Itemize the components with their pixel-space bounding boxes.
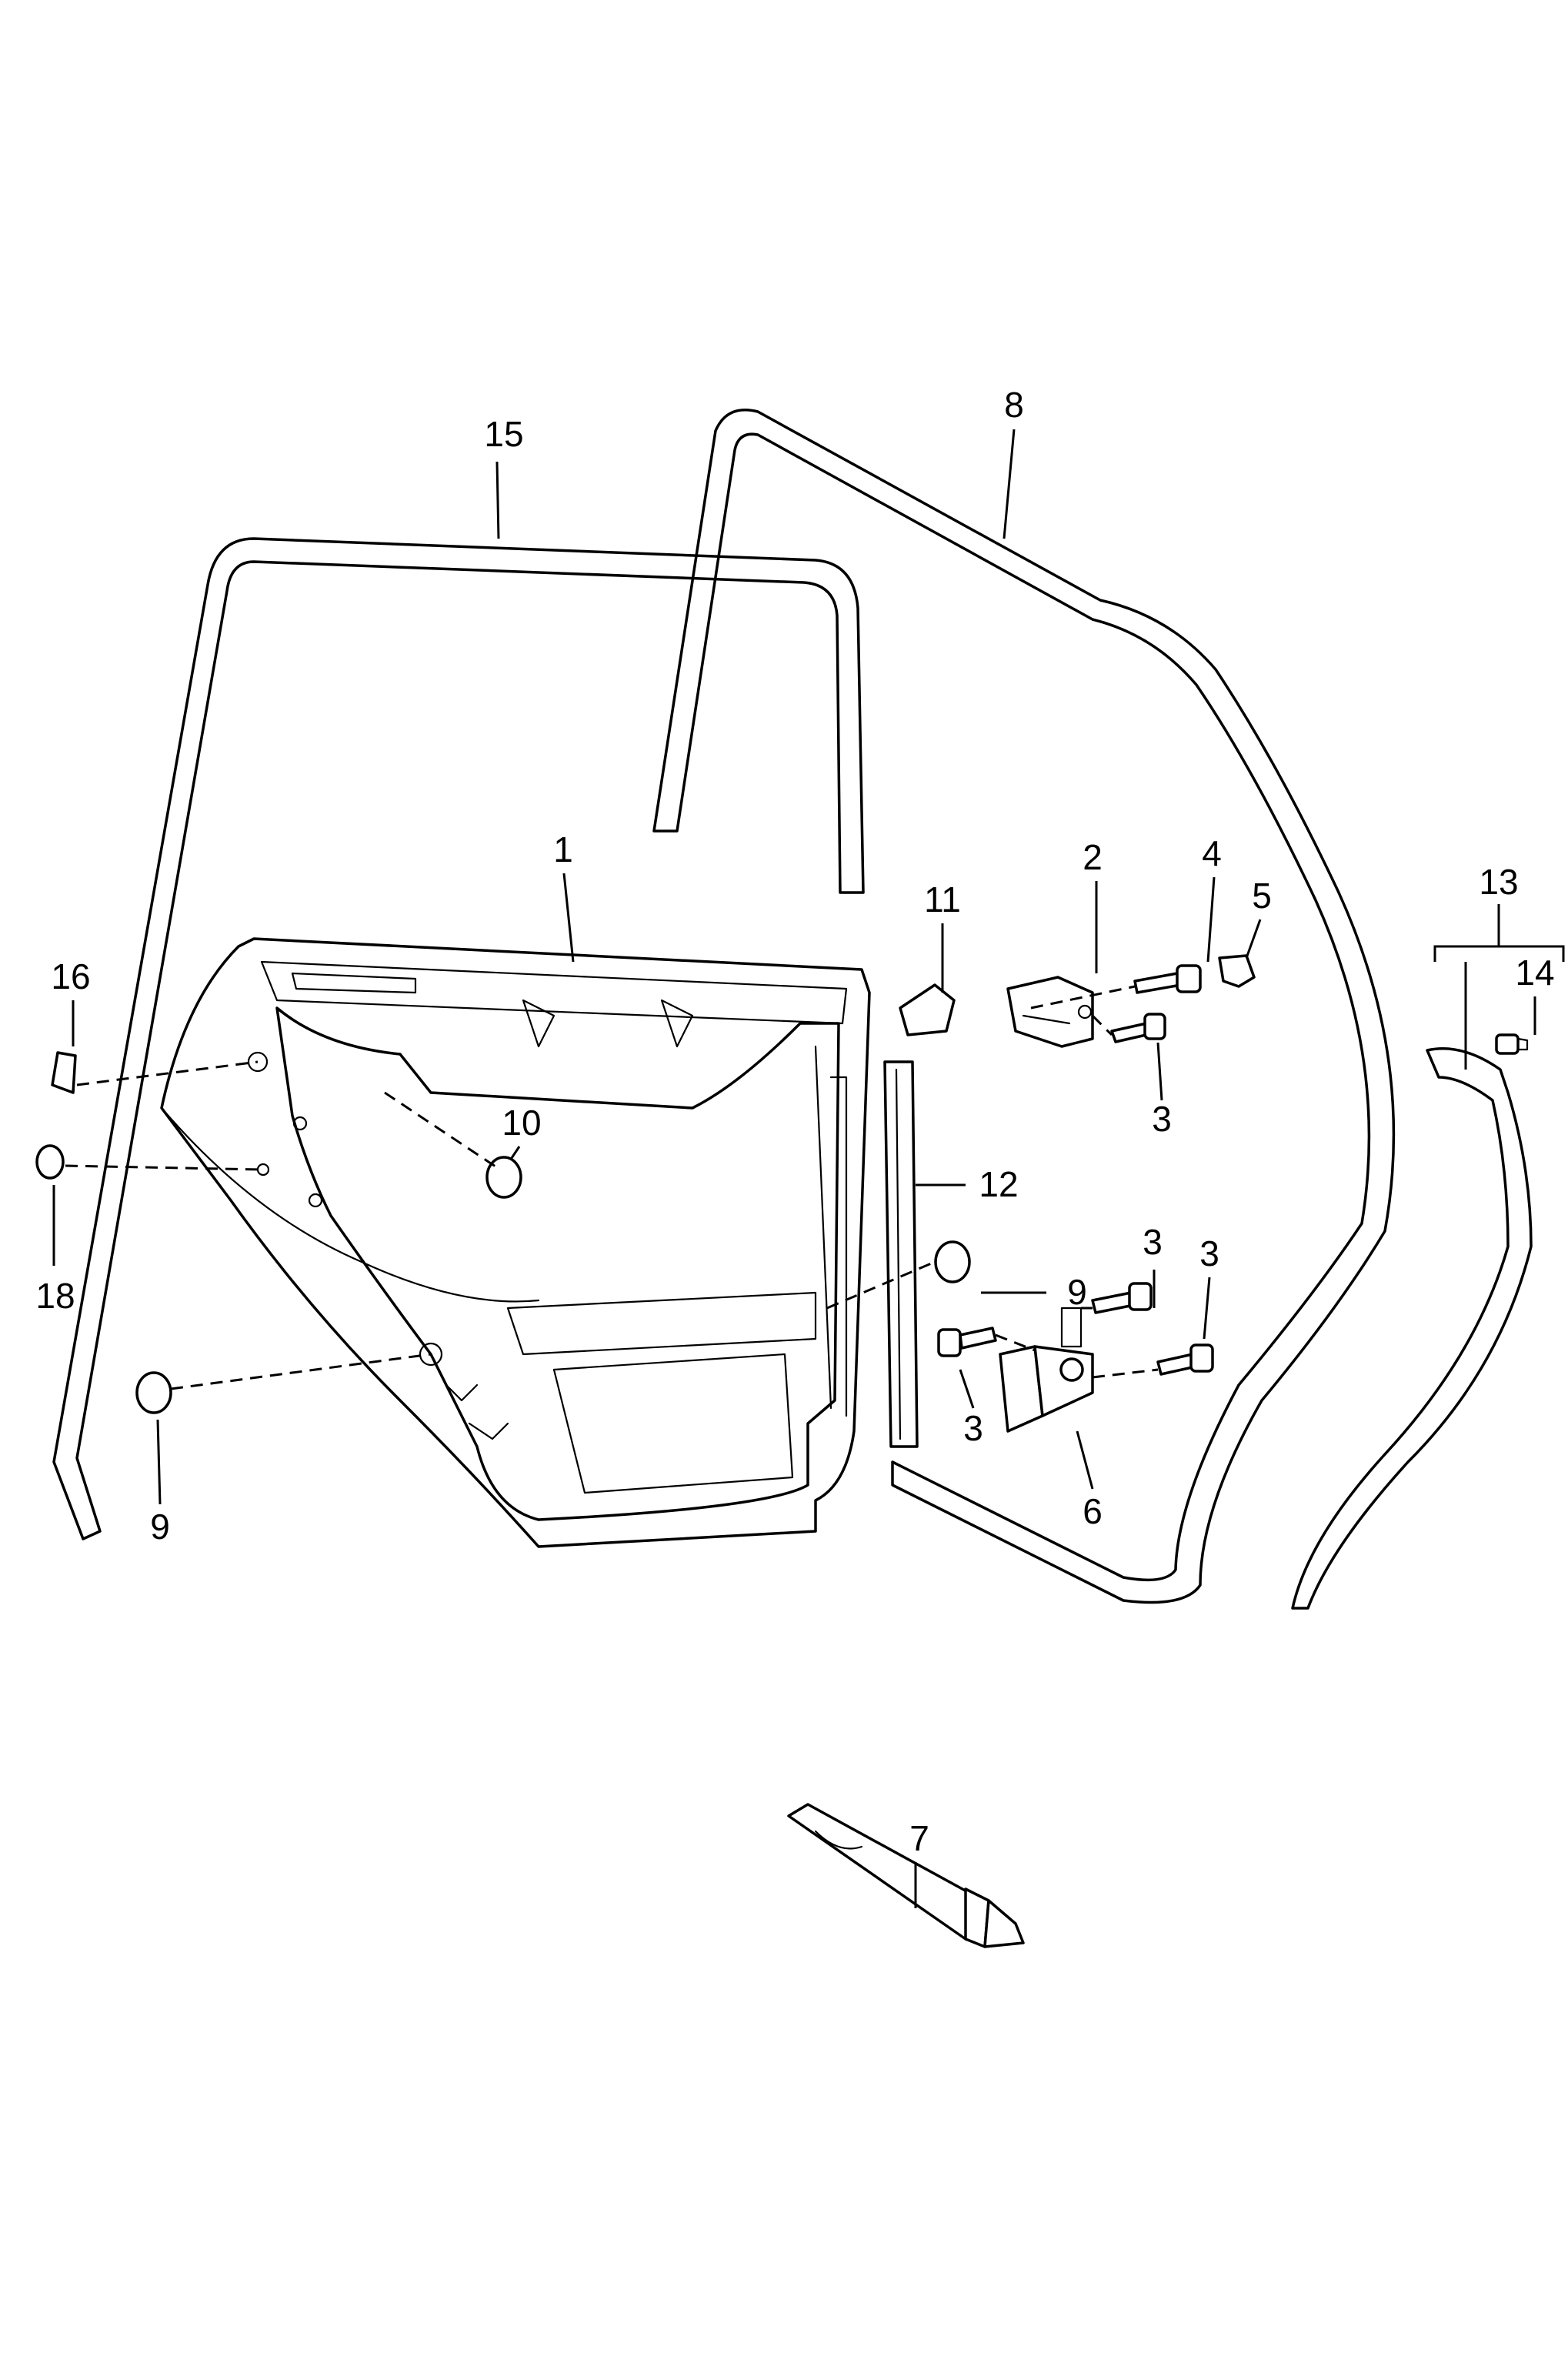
bolt-3-a bbox=[1091, 1282, 1153, 1314]
plug-9-left bbox=[135, 1371, 172, 1414]
sealant-tube-7 bbox=[787, 1803, 1025, 1948]
callout-15: 15 bbox=[484, 414, 523, 454]
upper-hinge-2 bbox=[1006, 976, 1094, 1048]
callout-18: 18 bbox=[35, 1276, 75, 1316]
callout-5: 5 bbox=[1252, 876, 1272, 916]
bolt-3-upper bbox=[1110, 1013, 1166, 1043]
door-shell-1 bbox=[160, 937, 871, 1548]
callout-6: 6 bbox=[1083, 1491, 1103, 1531]
bolt-3-b bbox=[1156, 1343, 1214, 1376]
nut-5 bbox=[1218, 954, 1256, 988]
callout-3-b: 3 bbox=[1199, 1233, 1219, 1273]
callout-3-c: 3 bbox=[963, 1408, 983, 1448]
callout-11: 11 bbox=[924, 879, 961, 920]
callout-2: 2 bbox=[1083, 837, 1103, 877]
callout-1: 1 bbox=[553, 829, 573, 869]
bolt-3-c bbox=[937, 1327, 997, 1357]
callout-3-upper: 3 bbox=[1152, 1099, 1172, 1139]
cover-piece-11 bbox=[899, 983, 956, 1036]
callout-9-right: 9 bbox=[1067, 1272, 1087, 1312]
arch-trim-13 bbox=[1291, 1047, 1533, 1610]
bolt-4 bbox=[1133, 964, 1202, 994]
callout-16: 16 bbox=[51, 956, 90, 996]
plug-10 bbox=[485, 1156, 522, 1199]
callout-12: 12 bbox=[979, 1164, 1018, 1204]
callout-14: 14 bbox=[1515, 953, 1554, 993]
callout-9-left: 9 bbox=[150, 1507, 170, 1547]
callout-8: 8 bbox=[1004, 385, 1024, 425]
triangular-seal-16 bbox=[51, 1051, 77, 1094]
callout-10: 10 bbox=[502, 1103, 541, 1143]
callout-4: 4 bbox=[1202, 833, 1222, 873]
callout-7: 7 bbox=[909, 1818, 929, 1858]
callout-labels: 1 2 4 5 3 3 3 3 6 7 8 9 9 10 11 12 13 14… bbox=[35, 385, 1554, 1858]
vertical-strip-12 bbox=[883, 1060, 919, 1448]
assembly-lines bbox=[65, 985, 1159, 1390]
plug-9-right bbox=[934, 1240, 971, 1283]
grommet-18 bbox=[35, 1144, 65, 1180]
leader-lines bbox=[52, 429, 1565, 1908]
clip-14 bbox=[1495, 1033, 1529, 1055]
callout-13: 13 bbox=[1479, 862, 1518, 902]
door-opening-seal-8 bbox=[652, 409, 1396, 1604]
lower-hinge-6 bbox=[999, 1307, 1094, 1433]
window-frame-seal-15 bbox=[52, 537, 865, 1540]
callout-3-a: 3 bbox=[1143, 1222, 1163, 1262]
